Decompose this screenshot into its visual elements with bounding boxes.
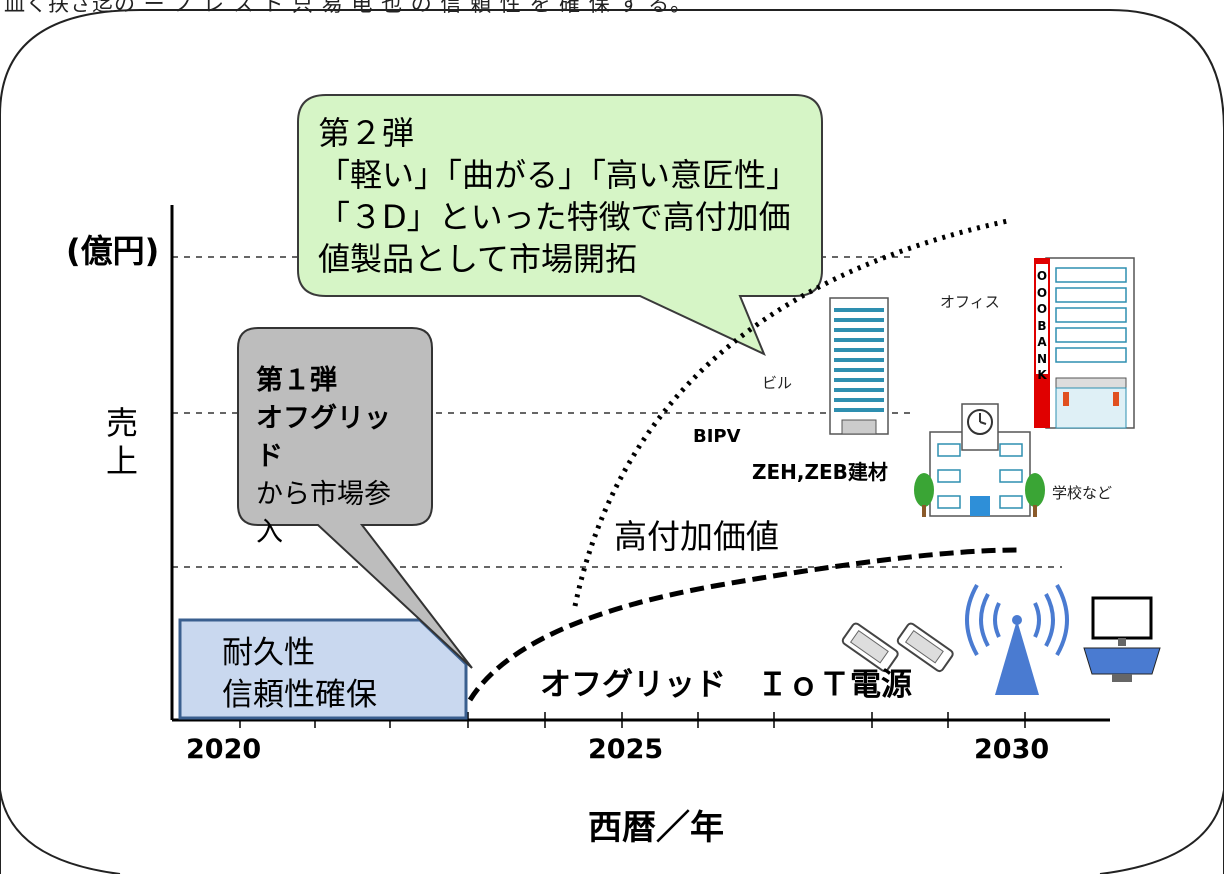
bank-sign-text: OOOBANK xyxy=(1036,269,1048,382)
office-bank-icon xyxy=(1034,257,1135,429)
school-icon xyxy=(914,403,1045,517)
high-value-curve-label: 高付加価値 xyxy=(614,517,779,556)
x-axis-ticks xyxy=(239,712,1026,728)
bipv-label: BIPV xyxy=(693,426,741,447)
callout1-line3: から市場参入 xyxy=(256,479,391,548)
durability-label: 耐久性 信頼性確保 xyxy=(222,635,377,713)
phone-icon-1 xyxy=(841,622,899,673)
year-label-2025: 2025 xyxy=(588,734,664,765)
x-axis-title: 西暦／年 xyxy=(588,808,724,848)
callout1-line2: オフグリッド xyxy=(256,403,391,472)
diagram-frame xyxy=(0,9,1224,874)
callout1-text: 第１弾 オフグリッド から市場参入 xyxy=(256,362,406,552)
building-label: ビル xyxy=(762,374,793,392)
y-axis-unit: (億円) xyxy=(66,232,160,270)
callout1-line1: 第１弾 xyxy=(256,365,337,396)
iot-curve-label: オフグリッド ＩｏＴ電源 xyxy=(540,667,912,703)
computer-icon xyxy=(1083,596,1161,682)
callout2-text: 第２弾 「軽い」「曲がる」「高い意匠性」「３D」といった特徴で高付加価値製品とし… xyxy=(318,114,799,278)
y-axis-label: 売上 xyxy=(105,404,138,480)
iot-growth-curve xyxy=(467,547,1019,702)
antenna-icon xyxy=(965,584,1069,695)
year-label-2030: 2030 xyxy=(974,734,1050,765)
durability-box xyxy=(178,618,468,720)
callout2-bubble xyxy=(297,94,823,356)
callout1-bubble xyxy=(237,327,473,669)
page-header-text: 皿く扶さ迄の ー ノ レ ス ト 只 易 电 也 の 信 頼 性 を 確 保 す… xyxy=(4,0,693,16)
school-label: 学校など xyxy=(1052,484,1113,502)
office-label: オフィス xyxy=(940,293,1000,311)
building-icon xyxy=(829,297,889,435)
year-label-2020: 2020 xyxy=(186,734,262,765)
phone-icon-2 xyxy=(896,622,954,673)
zeh-zeb-label: ZEH,ZEB建材 xyxy=(752,460,888,484)
